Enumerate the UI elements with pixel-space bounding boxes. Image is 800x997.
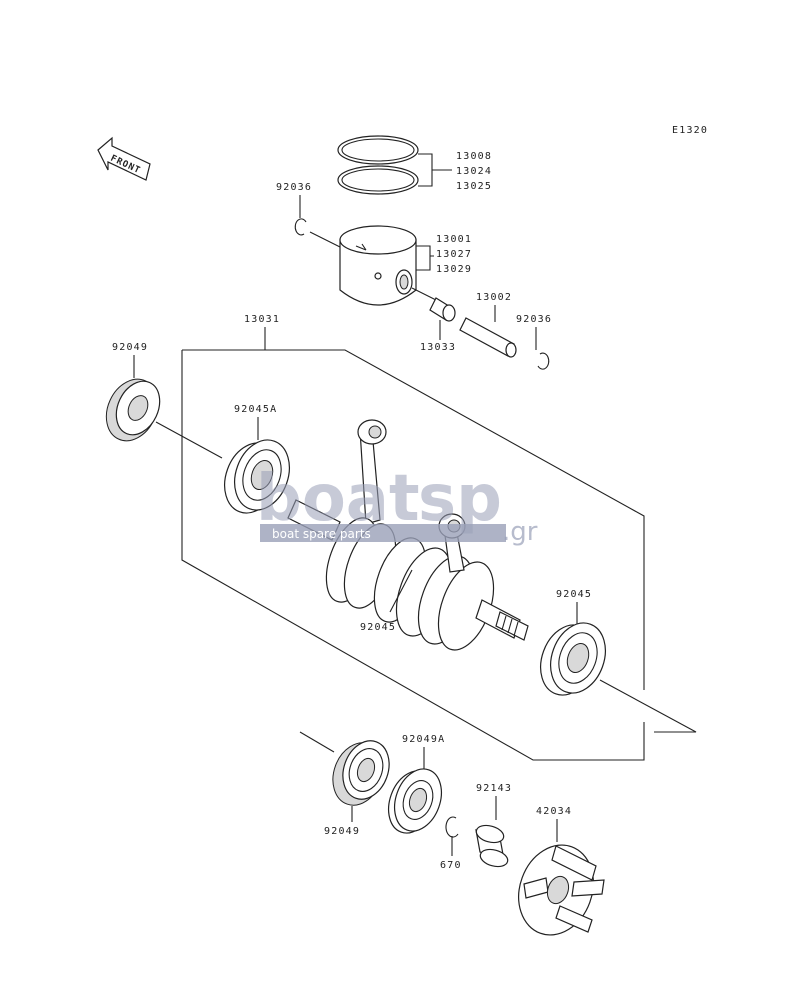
- label-collar: 92143: [476, 783, 512, 794]
- label-piston-1: 13001: [436, 234, 472, 245]
- ball-bearing-right-icon: [540, 622, 606, 696]
- label-clip-right: 92036: [516, 314, 552, 325]
- crank-assy-bracket: [181, 349, 645, 761]
- label-ring-2: 13024: [456, 166, 492, 177]
- label-impeller: 42034: [536, 806, 572, 817]
- label-bearing-right: 92045: [556, 589, 592, 600]
- oil-seal-bottom-a-icon: [388, 768, 442, 834]
- watermark-tagline-bar: [260, 524, 506, 542]
- circlip-icon: [445, 816, 459, 838]
- piston-pin-icon: [459, 317, 517, 358]
- piston-rings: [337, 135, 419, 195]
- oil-seal-top-icon: [105, 378, 161, 442]
- clip-left-icon: [294, 218, 307, 236]
- bearing-right-line: [599, 679, 697, 733]
- piston-icon: [339, 225, 417, 306]
- crankshaft-icon: [287, 419, 529, 651]
- clip-right-icon: [537, 352, 550, 370]
- label-piston-2: 13027: [436, 249, 472, 260]
- label-needle-bearing: 13033: [420, 342, 456, 353]
- watermark-suffix: .gr: [502, 517, 538, 547]
- watermark: boat sp boat spare parts .gr: [256, 462, 538, 547]
- label-ring-1: 13008: [456, 151, 492, 162]
- label-seal-bottom: 92049: [324, 826, 360, 837]
- bearing-center-leader: [389, 569, 413, 613]
- label-seal-top: 92049: [112, 342, 148, 353]
- label-clip-left: 92036: [276, 182, 312, 193]
- label-ring-3: 13025: [456, 181, 492, 192]
- ring-leader-line: [418, 153, 452, 187]
- piston-leader-line: [416, 245, 434, 271]
- label-pin: 13002: [476, 292, 512, 303]
- label-crank-assy: 13031: [244, 314, 280, 325]
- watermark-brand-right: sp: [418, 462, 502, 536]
- seal-top-line: [155, 421, 223, 459]
- ball-bearing-left-icon: [224, 439, 290, 514]
- front-arrow-icon: FRONT: [97, 136, 151, 181]
- clip-left-line: [309, 231, 343, 249]
- diagram-code: E1320: [672, 125, 708, 136]
- label-seal-bottom-a: 92049A: [402, 734, 445, 745]
- watermark-tagline: boat spare parts: [272, 527, 371, 541]
- bearing-line: [411, 287, 437, 301]
- label-piston-3: 13029: [436, 264, 472, 275]
- label-circlip: 670: [440, 860, 462, 871]
- impeller-icon: [518, 844, 605, 936]
- label-bearing-left: 92045A: [234, 404, 277, 415]
- watermark-brand-left: boat: [256, 462, 420, 536]
- label-bearing-center: 92045: [360, 622, 396, 633]
- lower-group-line: [299, 731, 335, 753]
- oil-seal-bottom-icon: [332, 740, 390, 806]
- collar-icon: [475, 824, 509, 868]
- needle-bearing-icon: [429, 297, 456, 322]
